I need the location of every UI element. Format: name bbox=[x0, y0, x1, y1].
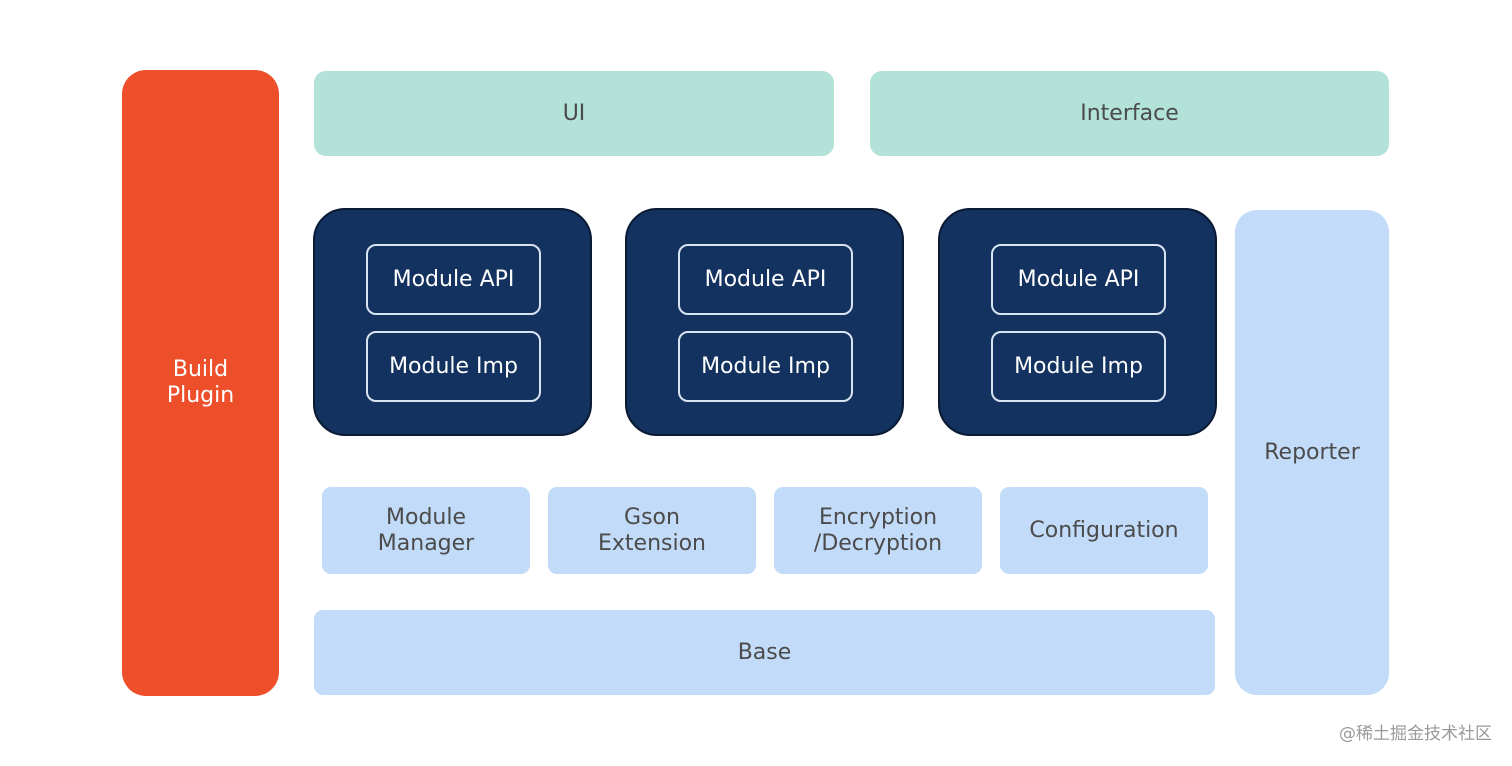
module-card-3: Module API Module Imp bbox=[938, 208, 1217, 436]
module-api-box: Module API bbox=[678, 244, 853, 315]
interface-layer-box: Interface bbox=[870, 71, 1389, 156]
base-layer-box: Base bbox=[314, 610, 1215, 695]
module-imp-box: Module Imp bbox=[991, 331, 1166, 402]
gson-extension-box: Gson Extension bbox=[548, 487, 756, 574]
module-api-box: Module API bbox=[991, 244, 1166, 315]
module-imp-box: Module Imp bbox=[366, 331, 541, 402]
module-api-box: Module API bbox=[366, 244, 541, 315]
module-manager-box: Module Manager bbox=[322, 487, 530, 574]
module-card-2: Module API Module Imp bbox=[625, 208, 904, 436]
encryption-decryption-box: Encryption /Decryption bbox=[774, 487, 982, 574]
ui-layer-box: UI bbox=[314, 71, 834, 156]
module-card-1: Module API Module Imp bbox=[313, 208, 592, 436]
build-plugin-box: Build Plugin bbox=[122, 70, 279, 696]
module-imp-box: Module Imp bbox=[678, 331, 853, 402]
configuration-box: Configuration bbox=[1000, 487, 1208, 574]
reporter-box: Reporter bbox=[1235, 210, 1389, 695]
watermark-text: @稀土掘金技术社区 bbox=[1339, 724, 1492, 744]
